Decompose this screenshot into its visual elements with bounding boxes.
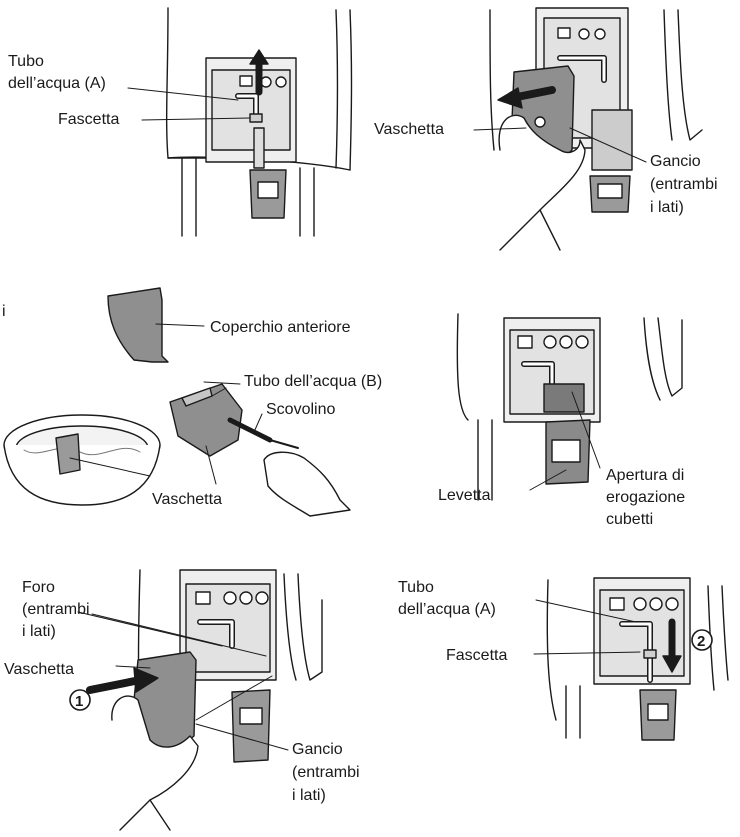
panel-6-tube-a-line-1: Tubo — [398, 579, 434, 596]
panel-4-opening-line-2: erogazione — [606, 489, 686, 506]
panel-1-tube-a-line-2: dell’acqua (A) — [8, 75, 106, 92]
panel-2-hook-line-2: (entrambi — [650, 176, 718, 193]
panel-5-tray-label: Vaschetta — [4, 661, 74, 678]
panel-3-tube-b-label: Tubo dell’acqua (B) — [244, 373, 383, 390]
panel-5-hook-line-3: i lati) — [292, 787, 326, 804]
panel-2-hook-line-3: i lati) — [650, 199, 684, 216]
step-2-badge: 2 — [697, 633, 706, 650]
panel-1-clamp-label: Fascetta — [58, 111, 120, 128]
panel-1-illustration — [127, 7, 353, 237]
panel-2-hook-line-1: Gancio — [650, 153, 701, 170]
panel-3-illustration — [3, 287, 351, 517]
panel-3-front-cover-label: Coperchio anteriore — [210, 319, 351, 336]
panel-4-opening-line-1: Apertura di — [606, 467, 685, 484]
panel-3-tray-label: Vaschetta — [152, 491, 222, 508]
panel-4-lever-label: Levetta — [438, 487, 491, 504]
panel-4-illustration — [456, 313, 683, 501]
panel-5-hole-line-1: Foro — [22, 579, 55, 596]
stray-character: i — [2, 303, 6, 320]
panel-5-hole-line-3: i lati) — [22, 623, 56, 640]
panel-6-clamp-label: Fascetta — [446, 647, 508, 664]
panel-2-tray-label: Vaschetta — [374, 121, 444, 138]
panel-4-opening-line-3: cubetti — [606, 511, 654, 528]
panel-5-hole-line-2: (entrambi — [22, 601, 90, 618]
panel-6-illustration — [533, 577, 729, 741]
panel-5-hook-line-2: (entrambi — [292, 764, 360, 781]
panel-2-illustration — [473, 7, 703, 251]
panel-5-hook-line-1: Gancio — [292, 741, 343, 758]
panel-3-brush-label: Scovolino — [266, 401, 336, 418]
panel-1-tube-a-line-1: Tubo — [8, 53, 44, 70]
step-1-badge: 1 — [75, 693, 84, 710]
panel-5-illustration — [69, 569, 323, 831]
panel-6-tube-a-line-2: dell’acqua (A) — [398, 601, 496, 618]
